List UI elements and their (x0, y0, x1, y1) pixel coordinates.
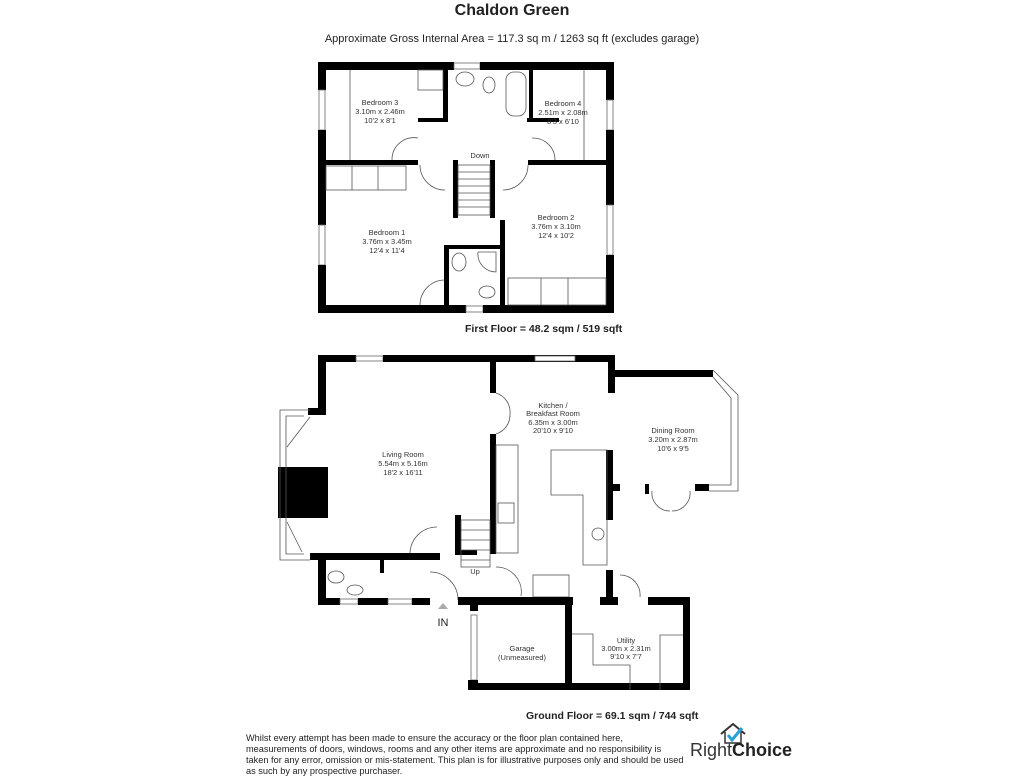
svg-text:Bedroom 3: Bedroom 3 (362, 98, 399, 107)
house-check-icon (720, 722, 746, 744)
room-kitchen-breakfast: Kitchen / Breakfast Room 6.35m x 3.00m 2… (526, 401, 580, 435)
fireplace (278, 467, 328, 518)
stairs-up-label: Up (470, 567, 480, 576)
svg-text:Bedroom 2: Bedroom 2 (538, 213, 575, 222)
room-utility: Utility 3.00m x 2.31m 9'10 x 7'7 (601, 636, 651, 661)
room-bedroom-2: Bedroom 2 3.76m x 3.10m 12'4 x 10'2 (531, 213, 581, 240)
first-floor-plan: Down Bedroom 3 3.10m x 2.46m 10'2 x 8'1 … (318, 62, 623, 335)
ground-floor-area-label: Ground Floor = 69.1 sqm / 744 sqft (526, 710, 699, 722)
room-living-room: Living Room 5.54m x 5.16m 18'2 x 16'11 (378, 450, 428, 477)
svg-text:2.51m x 2.08m: 2.51m x 2.08m (538, 108, 588, 117)
svg-text:10'2 x 8'1: 10'2 x 8'1 (364, 116, 396, 125)
svg-text:Bedroom 4: Bedroom 4 (545, 99, 582, 108)
room-dining-room: Dining Room 3.20m x 2.87m 10'6 x 9'5 (648, 426, 698, 453)
svg-text:18'2 x 16'11: 18'2 x 16'11 (383, 468, 422, 477)
svg-text:Kitchen /: Kitchen / (538, 401, 568, 410)
svg-text:Dining Room: Dining Room (651, 426, 694, 435)
room-bedroom-4: Bedroom 4 2.51m x 2.08m 8'3 x 6'10 (538, 99, 588, 126)
svg-text:3.20m x 2.87m: 3.20m x 2.87m (648, 435, 698, 444)
svg-text:3.76m x 3.45m: 3.76m x 3.45m (362, 237, 412, 246)
first-floor-area-label: First Floor = 48.2 sqm / 519 sqft (465, 323, 623, 335)
rightchoice-logo: RightChoice (690, 722, 792, 766)
svg-text:3.10m x 2.46m: 3.10m x 2.46m (355, 107, 405, 116)
stairs-down-label: Down (470, 151, 489, 160)
room-bedroom-1: Bedroom 1 3.76m x 3.45m 12'4 x 11'4 (362, 228, 412, 255)
svg-text:Living Room: Living Room (382, 450, 424, 459)
svg-text:3.00m x 2.31m: 3.00m x 2.31m (601, 644, 651, 653)
svg-text:Utility: Utility (617, 636, 636, 645)
ground-floor-plan: Up IN Living Room 5.54m x 5.16m 18'2 x 1… (278, 355, 739, 722)
svg-text:Garage: Garage (509, 644, 534, 653)
svg-text:Bedroom 1: Bedroom 1 (369, 228, 406, 237)
svg-text:9'10 x 7'7: 9'10 x 7'7 (610, 652, 642, 661)
svg-text:5.54m x 5.16m: 5.54m x 5.16m (378, 459, 428, 468)
svg-text:20'10 x 9'10: 20'10 x 9'10 (533, 426, 573, 435)
plan-title: Chaldon Green (454, 2, 570, 19)
svg-text:12'4 x 10'2: 12'4 x 10'2 (538, 231, 574, 240)
disclaimer-text: Whilst every attempt has been made to en… (246, 733, 684, 776)
gross-area-summary: Approximate Gross Internal Area = 117.3 … (324, 33, 700, 45)
svg-text:6.35m x 3.00m: 6.35m x 3.00m (528, 418, 578, 427)
svg-text:8'3 x 6'10: 8'3 x 6'10 (547, 117, 579, 126)
svg-text:Breakfast Room: Breakfast Room (526, 409, 580, 418)
entrance-arrow-icon (438, 603, 448, 609)
svg-text:3.76m x 3.10m: 3.76m x 3.10m (531, 222, 581, 231)
svg-text:10'6 x 9'5: 10'6 x 9'5 (657, 444, 689, 453)
svg-text:12'4 x 11'4: 12'4 x 11'4 (369, 246, 404, 255)
svg-text:(Unmeasured): (Unmeasured) (498, 653, 546, 662)
entrance-label: IN (438, 617, 449, 629)
room-bedroom-3: Bedroom 3 3.10m x 2.46m 10'2 x 8'1 (355, 98, 405, 125)
room-garage: Garage (Unmeasured) (498, 644, 546, 662)
